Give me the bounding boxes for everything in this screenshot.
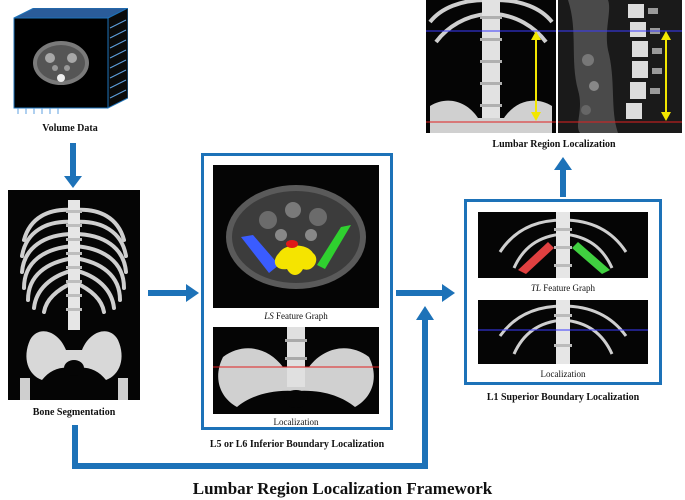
volume-data-stack: [10, 7, 129, 118]
volume-data-label: Volume Data: [42, 123, 98, 134]
ls-feature-graph-italic: LS: [264, 311, 274, 321]
l5-localization-image: [213, 327, 379, 414]
tl-feature-graph-image: [478, 212, 648, 278]
ls-feature-graph-rest: Feature Graph: [273, 311, 328, 321]
lumbar-region-coronal-image: [426, 0, 556, 133]
tl-feature-graph-italic: TL: [531, 283, 542, 293]
l1-boundary-label: L1 Superior Boundary Localization: [486, 392, 640, 403]
tl-feature-graph-rest: Feature Graph: [541, 283, 595, 293]
ls-feature-graph-image: [213, 165, 379, 308]
l1-localization-image: [478, 300, 648, 364]
figure-title: Lumbar Region Localization Framework: [192, 479, 493, 498]
ls-feature-graph-label: LS Feature Graph: [213, 311, 379, 321]
l5-localization-label: Localization: [273, 417, 319, 427]
lumbar-region-sagittal-image: [558, 0, 682, 133]
lumbar-region-label: Lumbar Region Localization: [492, 139, 616, 150]
arrow-bypass: [72, 318, 428, 469]
bone-segmentation-image: [8, 190, 140, 400]
tl-feature-graph-label: TL Feature Graph: [478, 283, 648, 293]
l5-l6-boundary-label: L5 or L6 Inferior Boundary Localization: [209, 439, 385, 450]
l1-localization-label: Localization: [540, 369, 586, 379]
bone-segmentation-label: Bone Segmentation: [32, 407, 116, 418]
